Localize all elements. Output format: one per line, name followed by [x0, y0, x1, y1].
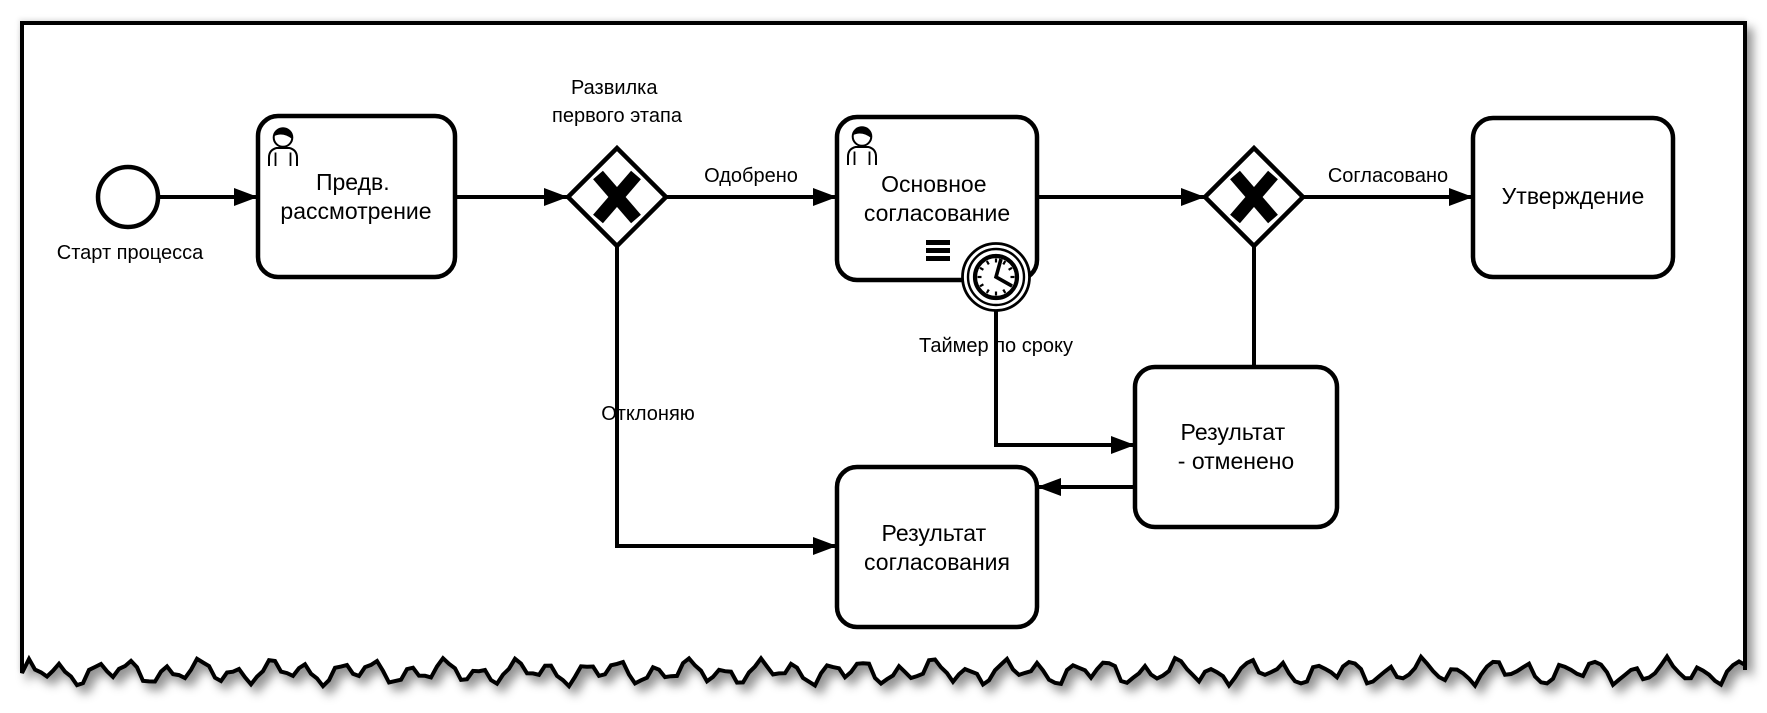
- exclusive-gateway-2: [1201, 144, 1307, 250]
- task-main-approval: [834, 114, 1040, 283]
- x-marker-icon: [1230, 170, 1278, 224]
- timer-label: Таймер по сроку: [919, 335, 1073, 357]
- flow-rejected-label: Отклоняю: [601, 403, 695, 425]
- start-event: [95, 164, 161, 230]
- task-approval-label: Утверждение: [1502, 183, 1645, 209]
- sequential-multi-instance-icon: [926, 240, 950, 261]
- task-preliminary-review-label: Предв. рассмотрение: [280, 169, 431, 224]
- start-event-label: Старт процесса: [57, 242, 204, 264]
- task-result-cancelled-label: Результат - отменено: [1178, 419, 1294, 474]
- flow-agreed-label: Согласовано: [1328, 165, 1448, 187]
- timer-boundary-event: [961, 242, 1031, 312]
- task-main-approval-label: Основное согласование: [864, 171, 1010, 226]
- task-result-cancelled: [1132, 364, 1340, 530]
- clock-hands: [993, 258, 1013, 288]
- gateway1-label: Развилка первого этапа: [552, 77, 683, 127]
- flow-timer-to-result-cancelled: [994, 310, 1135, 454]
- flow-approved-label: Одобрено: [704, 165, 798, 187]
- flow-rejected: [615, 246, 837, 555]
- x-marker-icon: [593, 170, 641, 224]
- task-result-approval-label: Результат согласования: [864, 520, 1010, 575]
- task-approval: [1470, 115, 1676, 280]
- task-preliminary-review: [255, 113, 458, 280]
- task-result-approval: [834, 464, 1040, 630]
- exclusive-gateway-1: [564, 144, 670, 250]
